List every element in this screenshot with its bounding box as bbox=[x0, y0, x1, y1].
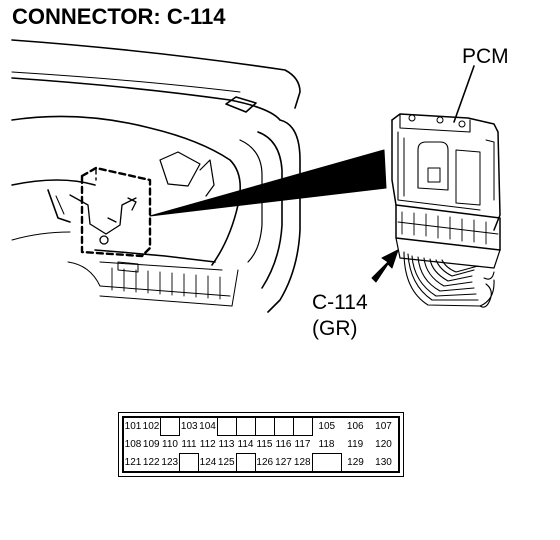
pin-cell: 116 bbox=[274, 435, 293, 454]
pin-cell: 121 bbox=[124, 456, 142, 468]
page-title: CONNECTOR: C-114 bbox=[12, 4, 226, 29]
pin-cell: 124 bbox=[198, 453, 217, 472]
dashboard-drawing bbox=[11, 39, 301, 313]
pin-cell: 125 bbox=[217, 453, 237, 472]
pcm-module-drawing bbox=[391, 113, 501, 269]
pin-cell: 126 bbox=[254, 453, 274, 472]
pin-cell-empty bbox=[254, 417, 275, 436]
pcm-location-box bbox=[80, 166, 152, 258]
pcm-label: PCM bbox=[462, 45, 509, 68]
pin-cell: 115 bbox=[255, 435, 274, 454]
pin-cell: 117 bbox=[293, 435, 312, 454]
pin-cell: 107 bbox=[375, 421, 392, 433]
pin-cell: 105 bbox=[311, 417, 341, 436]
pointer-wedge bbox=[149, 149, 387, 217]
pcm-leader-line bbox=[453, 65, 475, 123]
connector-color-label: (GR) bbox=[312, 317, 358, 340]
pin-cell-empty bbox=[273, 417, 294, 436]
pin-cell: 120 bbox=[375, 439, 392, 450]
pin-cell-empty bbox=[235, 453, 256, 472]
wire-harness-drawing bbox=[403, 251, 495, 308]
pin-cell-empty bbox=[216, 417, 237, 436]
connector-arrow bbox=[371, 249, 399, 283]
pin-cell-empty bbox=[311, 453, 342, 472]
pin-cell: 111 bbox=[179, 435, 199, 454]
pin-cell: 123 bbox=[160, 453, 180, 472]
pin-cell: 106 bbox=[346, 421, 364, 433]
pin-cell: 104 bbox=[198, 417, 218, 436]
pin-cell: 101 bbox=[124, 421, 142, 433]
pin-cell: 127 bbox=[275, 456, 292, 468]
pin-cell: 102 bbox=[142, 417, 161, 436]
pin-cell: 119 bbox=[347, 439, 364, 450]
pin-cell: 122 bbox=[142, 456, 160, 468]
pin-cell: 113 bbox=[217, 435, 236, 454]
pin-cell: 108 bbox=[124, 439, 142, 450]
pin-cell: 109 bbox=[142, 439, 160, 450]
pin-cell: 114 bbox=[236, 435, 255, 454]
pin-cell-empty bbox=[160, 417, 180, 436]
pin-cell: 129 bbox=[340, 453, 370, 472]
pin-cell: 103 bbox=[179, 417, 199, 436]
pin-cell: 110 bbox=[160, 435, 180, 454]
pin-cell-empty bbox=[235, 417, 256, 436]
connector-code-label: C-114 bbox=[312, 291, 368, 314]
pin-cell: 118 bbox=[312, 435, 341, 454]
pin-cell-empty bbox=[292, 417, 313, 436]
pin-cell: 130 bbox=[375, 456, 392, 468]
pin-cell: 128 bbox=[293, 453, 313, 472]
pin-cell: 112 bbox=[199, 439, 216, 450]
pin-cell-empty bbox=[179, 453, 199, 472]
